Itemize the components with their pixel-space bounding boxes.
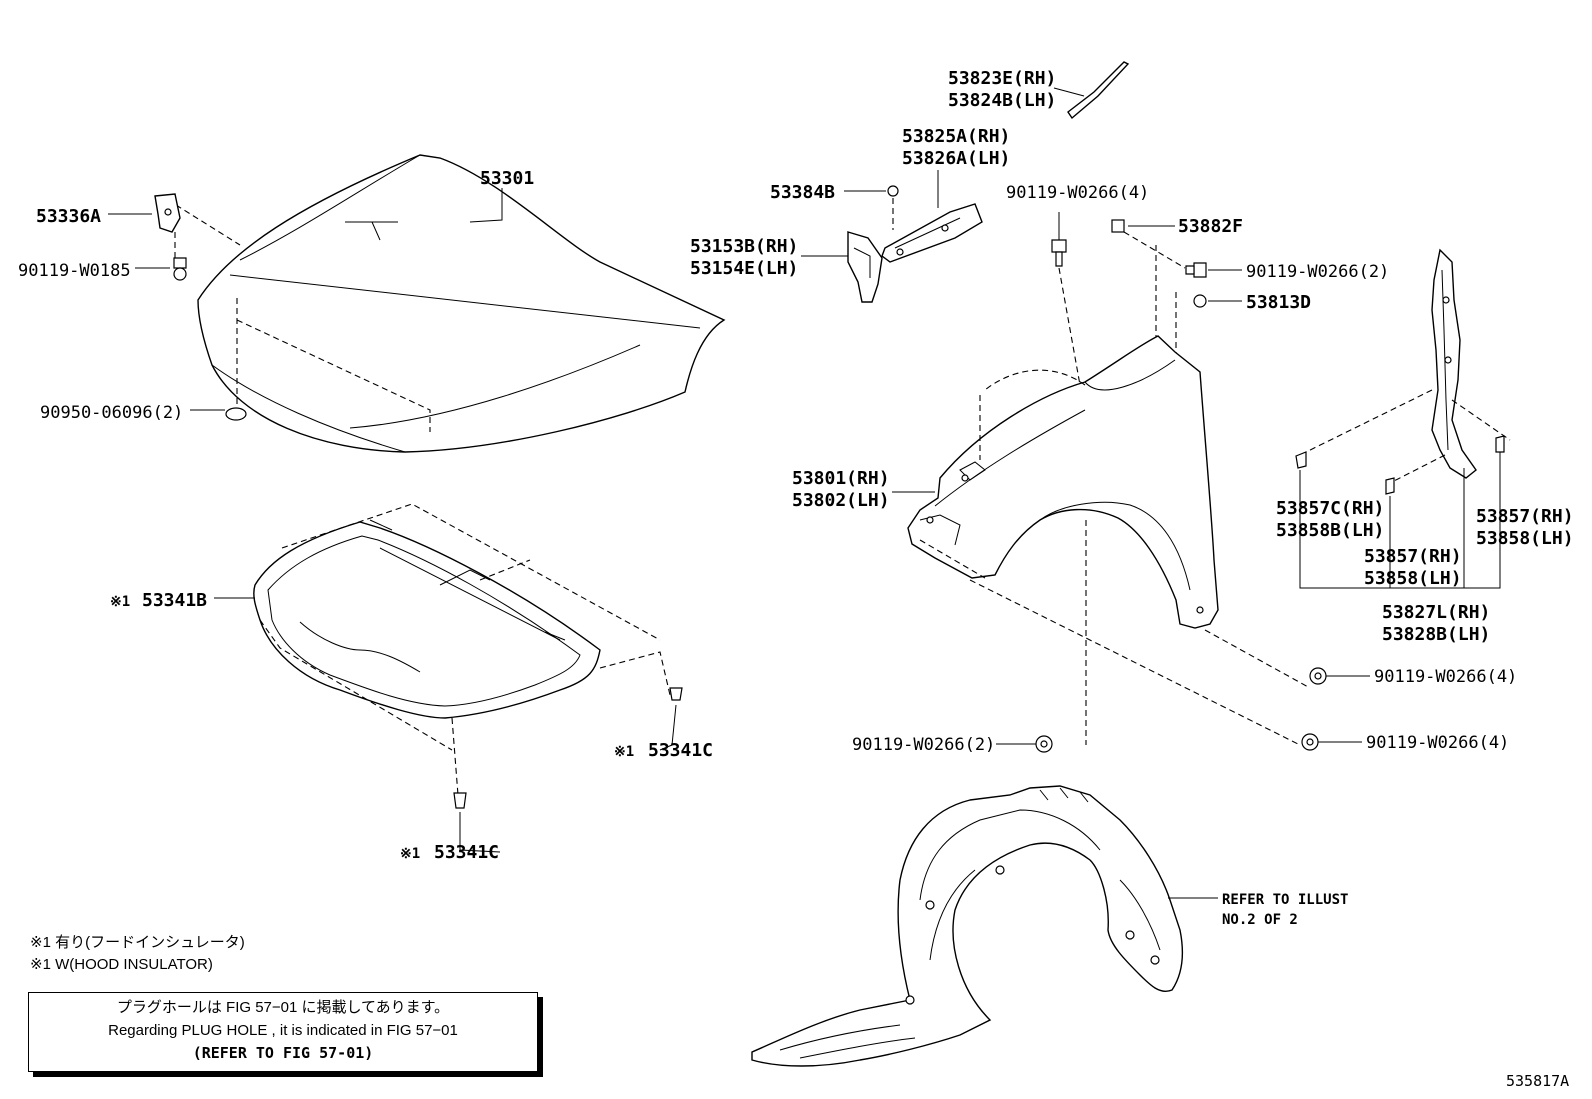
label-fender-rh: 53801(RH) [792, 468, 890, 489]
footnote-english: ※1 W(HOOD INSULATOR) [30, 956, 213, 973]
label-seal-mid-lh: 53858(LH) [1364, 568, 1462, 589]
plug-53813d [1193, 294, 1207, 308]
plug-notice-english: Regarding PLUG HOLE , it is indicated in… [108, 1022, 458, 1039]
side-seal [1299, 248, 1511, 483]
fender-pad [1111, 219, 1125, 233]
insulator-clip-bottom [453, 792, 467, 809]
front-fender [907, 335, 1311, 746]
label-seal-upper-lh: 53824B(LH) [948, 90, 1056, 111]
bolt-right-lower [1301, 733, 1319, 751]
label-refer-illust-1: REFER TO ILLUST [1222, 892, 1348, 908]
label-small-bracket-lh: 53154E(LH) [690, 258, 798, 279]
bolt-bottom [1035, 735, 1053, 753]
hood-cushion [225, 407, 247, 421]
label-seal-upper-rh: 53823E(RH) [948, 68, 1056, 89]
label-plug-53813d: 53813D [1246, 292, 1311, 313]
footnotes: ※1 有り(フードインシュレータ) ※1 W(HOOD INSULATOR) [30, 932, 390, 976]
callout-labels: 53301 53336A 90119-W0185 90950-06096(2) … [18, 68, 1574, 1090]
label-fender-lh: 53802(LH) [792, 490, 890, 511]
plug-notice-japanese: プラグホールは FIG 57−01 に掲載してあります。 [116, 999, 450, 1016]
footnote-japanese: ※1 有り(フードインシュレータ) [30, 934, 245, 951]
label-hood-bolt: 90119-W0185 [18, 261, 131, 281]
label-refer-illust-2: NO.2 OF 2 [1222, 912, 1298, 928]
fender-liner [751, 785, 1184, 1067]
label-fender-bracket-lh: 53826A(LH) [902, 148, 1010, 169]
label-seal-set-lh: 53828B(LH) [1382, 624, 1490, 645]
label-insulator-clip-bottom: 53341C [434, 842, 499, 863]
label-seal-set-rh: 53827L(RH) [1382, 602, 1490, 623]
label-bolt-top: 90119-W0266(4) [1006, 183, 1149, 203]
hood-hinge-support [154, 193, 187, 281]
label-hood-hinge-support: 53336A [36, 206, 101, 227]
bolt-right-upper [1309, 667, 1327, 685]
label-bolt-2-top: 90119-W0266(2) [1246, 262, 1389, 282]
leader-lines [108, 87, 1501, 899]
label-seal-c-rh: 53857C(RH) [1276, 498, 1384, 519]
label-hood: 53301 [480, 168, 534, 189]
hood-panel [175, 154, 726, 453]
label-small-bracket-rh: 53153B(RH) [690, 236, 798, 257]
seal-clip-right [1495, 435, 1505, 453]
insulator-clip-right [669, 687, 683, 701]
label-seal-right-lh: 53858(LH) [1476, 528, 1574, 549]
illustration-id: 535817A [1506, 1072, 1569, 1090]
clip-53384b [887, 185, 899, 197]
label-seal-right-rh: 53857(RH) [1476, 506, 1574, 527]
label-fender-pad: 53882F [1178, 216, 1243, 237]
note-mark-insulator: ※1 [110, 594, 130, 610]
note-mark-clip-right: ※1 [614, 744, 634, 760]
seal-clip-left [1295, 451, 1307, 469]
upper-seal [1067, 61, 1130, 120]
note-mark-clip-bottom: ※1 [400, 846, 420, 862]
label-insulator: 53341B [142, 590, 207, 611]
label-hood-cushion: 90950-06096(2) [40, 403, 183, 423]
bolt-top [1051, 239, 1067, 267]
label-seal-mid-rh: 53857(RH) [1364, 546, 1462, 567]
fender-bracket [881, 203, 983, 263]
label-insulator-clip-right: 53341C [648, 740, 713, 761]
label-seal-c-lh: 53858B(LH) [1276, 520, 1384, 541]
hood-insulator [253, 503, 671, 796]
label-fender-bracket-rh: 53825A(RH) [902, 126, 1010, 147]
label-bolt-right-upper: 90119-W0266(4) [1374, 667, 1517, 687]
label-bolt-bottom: 90119-W0266(2) [852, 735, 995, 755]
seal-clip-mid [1385, 477, 1395, 495]
bolt-2-top [1185, 262, 1207, 278]
label-bolt-right-lower: 90119-W0266(4) [1366, 733, 1509, 753]
label-clip-53384b: 53384B [770, 182, 835, 203]
small-bracket [847, 231, 883, 303]
plug-hole-notice: プラグホールは FIG 57−01 に掲載してあります。 Regarding P… [28, 992, 538, 1072]
plug-notice-refer: (REFER TO FIG 57-01) [192, 1044, 374, 1062]
